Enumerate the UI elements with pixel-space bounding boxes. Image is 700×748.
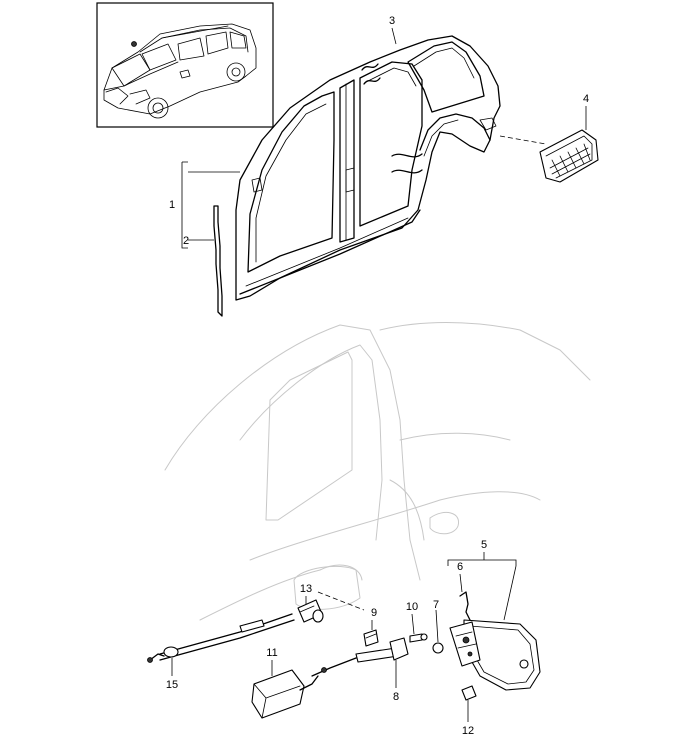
callout-5: 5 bbox=[481, 539, 487, 551]
callout-13: 13 bbox=[300, 583, 312, 595]
callout-4: 4 bbox=[583, 93, 589, 105]
door-seal-strip bbox=[213, 205, 223, 317]
actuator-rod bbox=[311, 637, 409, 677]
callout-12: 12 bbox=[462, 725, 474, 737]
fuel-door-buffer bbox=[297, 599, 324, 623]
callout-3: 3 bbox=[389, 15, 395, 27]
callout-labels: 1 2 3 4 5 6 7 8 9 10 11 12 13 15 bbox=[166, 15, 589, 737]
callout-9: 9 bbox=[371, 607, 377, 619]
callout-8: 8 bbox=[393, 691, 399, 703]
suv-overview-drawing bbox=[103, 23, 257, 119]
callout-6: 6 bbox=[457, 561, 463, 573]
callout-10: 10 bbox=[406, 601, 418, 613]
fuel-filler-flap bbox=[449, 619, 541, 691]
rubber-stop bbox=[461, 685, 477, 701]
callout-1: 1 bbox=[169, 199, 175, 211]
side-panel-assembly bbox=[235, 35, 501, 301]
retaining-clip bbox=[363, 629, 379, 647]
leader-lines bbox=[171, 27, 587, 722]
vehicle-overview-inset bbox=[96, 2, 274, 128]
release-cable bbox=[147, 613, 295, 663]
callout-11: 11 bbox=[266, 647, 277, 659]
callout-2: 2 bbox=[183, 235, 189, 247]
inset-frame bbox=[96, 2, 274, 128]
background-vehicle-outline bbox=[164, 322, 591, 621]
callout-15: 15 bbox=[166, 679, 178, 691]
vent-grille bbox=[539, 129, 599, 183]
actuator-motor bbox=[251, 669, 319, 719]
callout-7: 7 bbox=[433, 599, 439, 611]
cap-bumper bbox=[432, 642, 444, 654]
fastening-screw bbox=[409, 633, 428, 643]
